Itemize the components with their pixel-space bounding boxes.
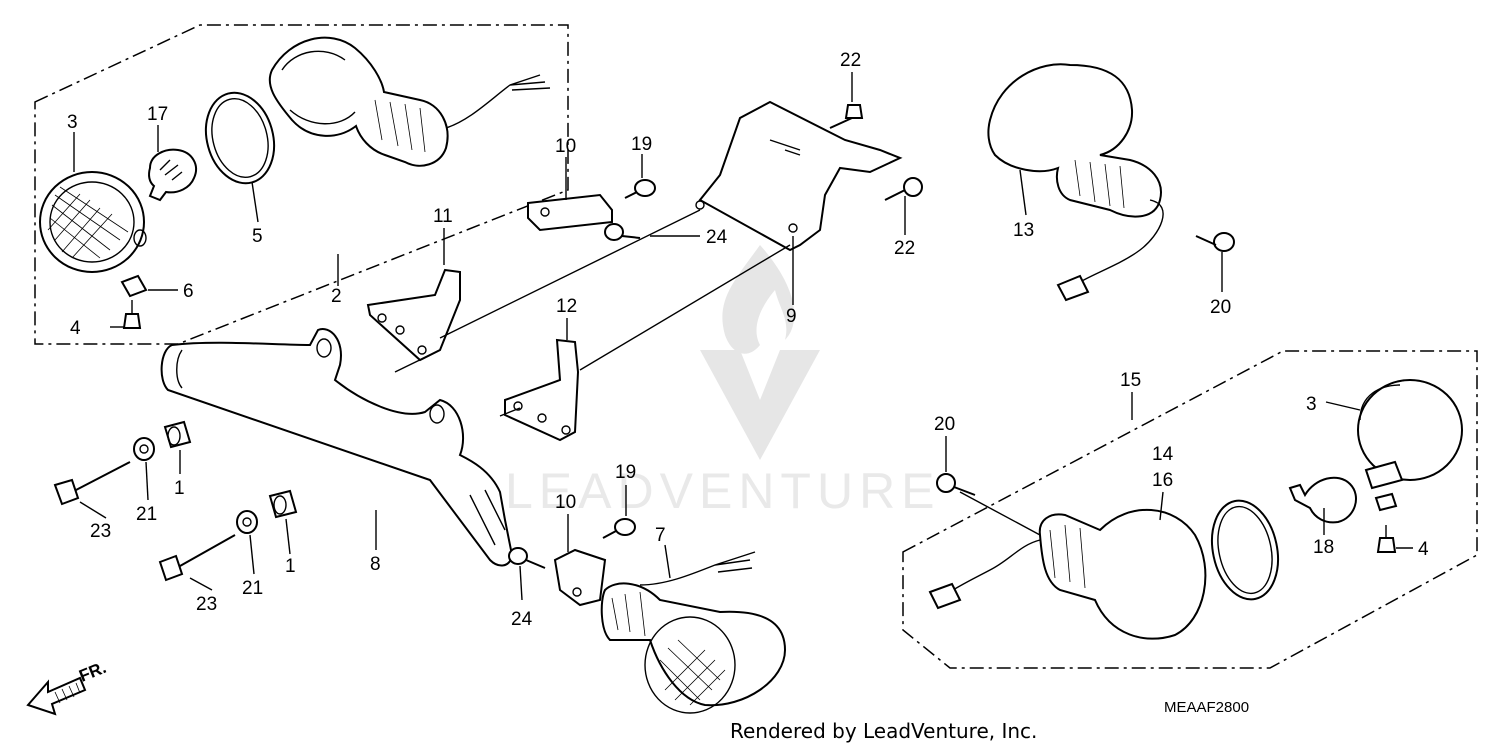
callout-7: 7: [655, 525, 666, 546]
nut-6: [120, 274, 148, 298]
bolt-24-upper: [604, 223, 641, 241]
bolt-19-upper: [624, 179, 656, 199]
callout-12: 12: [556, 296, 577, 317]
bulb-18: [1288, 476, 1357, 524]
callout-19-lower: 19: [615, 462, 636, 483]
bolt-20-upper: [1195, 232, 1235, 252]
callout-8: 8: [370, 554, 381, 575]
callout-1-lower: 1: [285, 556, 296, 577]
front-label: FR.: [76, 658, 109, 686]
callout-18: 18: [1313, 537, 1334, 558]
front-direction-arrow: FR.: [26, 658, 109, 716]
bolt-24-lower: [508, 547, 546, 569]
callout-19-upper: 19: [631, 134, 652, 155]
bracket-10-upper: [527, 193, 613, 232]
callout-20-lower: 20: [934, 414, 955, 435]
assembly-box-2: [34, 24, 569, 345]
callout-6: 6: [183, 281, 194, 302]
bulb-17: [148, 148, 197, 202]
turn-signal-lens-14-16: [928, 509, 1207, 640]
watermark-logo: LEADVENTURE: [505, 245, 941, 519]
callout-4-left: 4: [70, 318, 81, 339]
assembly-box-15: [902, 350, 1478, 669]
stay-8: [160, 328, 514, 567]
screw-4-right: [1376, 525, 1397, 553]
rim-ring-right: [1211, 499, 1279, 601]
callout-5: 5: [252, 226, 263, 247]
callout-9: 9: [786, 306, 797, 327]
callout-13: 13: [1013, 220, 1034, 241]
washer-21-upper: [133, 437, 155, 461]
callout-22-upper: 22: [840, 50, 861, 71]
mounting-plate-9: [695, 100, 903, 252]
nut-right: [1374, 492, 1398, 512]
turn-signal-housing-left: [268, 36, 551, 167]
collar-1-upper: [163, 420, 192, 449]
callout-3-right: 3: [1306, 394, 1317, 415]
bolt-23-upper: [53, 461, 131, 506]
bracket-11: [366, 268, 461, 362]
watermark-text: LEADVENTURE: [505, 463, 941, 519]
turn-signal-front-7: [600, 551, 787, 714]
callout-4-right: 4: [1418, 539, 1429, 560]
callout-22-lower: 22: [894, 238, 915, 259]
collar-1-lower: [268, 489, 298, 519]
bolt-19-lower: [602, 518, 636, 539]
callout-14: 14: [1152, 444, 1174, 465]
callout-1-upper: 1: [174, 478, 185, 499]
callout-23-lower: 23: [196, 594, 217, 615]
callout-17: 17: [147, 104, 168, 125]
screw-4-left: [122, 300, 142, 329]
bolt-22-upper: [829, 104, 864, 129]
callout-21-upper: 21: [136, 504, 157, 525]
callout-24-upper: 24: [706, 227, 728, 248]
callout-16: 16: [1152, 470, 1173, 491]
leader-lines: [73, 72, 1413, 601]
callout-23-upper: 23: [90, 521, 111, 542]
rim-ring-5: [204, 91, 276, 185]
callout-10-lower: 10: [555, 492, 576, 513]
bracket-10-lower: [553, 548, 607, 607]
bolt-23-lower: [158, 534, 236, 582]
callout-15: 15: [1120, 370, 1141, 391]
callout-labels: 3 17 5 6 4 2 11 10 19 24 22 22 9 12 8 1 …: [67, 50, 1429, 630]
callout-11: 11: [433, 206, 453, 227]
bolt-20-lower: [936, 473, 976, 496]
turn-signal-lens-3-right: [1357, 379, 1463, 490]
callout-21-lower: 21: [242, 578, 263, 599]
bolt-22-lower: [884, 177, 923, 201]
turn-signal-lens-3-left: [39, 171, 147, 273]
diagram-code: MEAAF2800: [1164, 699, 1249, 716]
washer-21-lower: [236, 510, 258, 534]
callout-2: 2: [331, 286, 342, 307]
callout-24-lower: 24: [511, 609, 533, 630]
callout-3-left: 3: [67, 112, 78, 133]
explode-lines: [394, 209, 1041, 536]
footer-credit: Rendered by LeadVenture, Inc.: [730, 719, 1037, 743]
bracket-12: [504, 338, 580, 442]
callout-20-upper: 20: [1210, 297, 1231, 318]
callout-10-upper: 10: [555, 136, 576, 157]
turn-signal-13: [987, 63, 1164, 302]
